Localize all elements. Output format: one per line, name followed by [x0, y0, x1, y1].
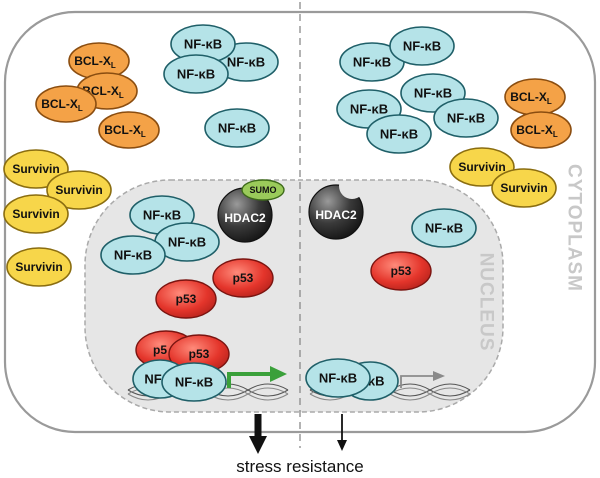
survivin-protein: Survivin	[3, 194, 69, 234]
bclxl-protein: BCL-XL	[35, 85, 97, 123]
svg-text:HDAC2: HDAC2	[315, 208, 357, 222]
nfkb-protein: NF-κB	[305, 358, 371, 398]
svg-text:NF-κB: NF-κB	[350, 102, 388, 117]
svg-text:SUMO: SUMO	[250, 185, 277, 195]
svg-text:NF-κB: NF-κB	[425, 221, 463, 236]
sumo-tag: SUMO	[241, 179, 285, 201]
nucleus-label: NUCLEUS	[476, 253, 497, 352]
nfkb-protein: NF-κB	[100, 235, 166, 275]
svg-text:NF-κB: NF-κB	[184, 37, 222, 52]
bclxl-protein: BCL-XL	[98, 111, 160, 149]
svg-text:p5: p5	[153, 343, 167, 357]
survivin-protein: Survivin	[491, 168, 557, 208]
nfkb-protein: NF-κB	[389, 26, 455, 66]
svg-text:NF-κB: NF-κB	[177, 67, 215, 82]
svg-text:NF-κB: NF-κB	[175, 375, 213, 390]
svg-text:HDAC2: HDAC2	[224, 211, 266, 225]
p53-protein: p53	[212, 258, 274, 298]
svg-text:Survivin: Survivin	[12, 162, 59, 176]
active-arrow-head	[270, 366, 287, 382]
svg-text:NF-κB: NF-κB	[218, 121, 256, 136]
cytoplasm-label: CYTOPLASM	[564, 164, 585, 292]
svg-text:Survivin: Survivin	[55, 183, 102, 197]
svg-text:BCL-XL: BCL-XL	[104, 123, 146, 139]
nfkb-protein: NF-κB	[170, 24, 236, 64]
weak-output-arrowhead	[337, 440, 347, 451]
nfkb-protein: NF-κB	[154, 222, 220, 262]
svg-text:Survivin: Survivin	[12, 207, 59, 221]
svg-text:NF-κB: NF-κB	[319, 371, 357, 386]
svg-text:p53: p53	[189, 347, 210, 361]
svg-text:Survivin: Survivin	[500, 181, 547, 195]
p53-protein: p53	[155, 279, 217, 319]
survivin-protein: Survivin	[6, 247, 72, 287]
svg-text:BCL-XL: BCL-XL	[74, 54, 116, 70]
svg-text:p53: p53	[233, 271, 254, 285]
survivin-protein: Survivin	[3, 149, 69, 189]
svg-text:BCL-XL: BCL-XL	[516, 123, 558, 139]
svg-text:BCL-XL: BCL-XL	[41, 97, 83, 113]
svg-text:NF-κB: NF-κB	[414, 86, 452, 101]
inactive-transcription-arrow	[400, 375, 435, 388]
bclxl-protein: BCL-XL	[504, 78, 566, 116]
svg-text:p53: p53	[391, 264, 412, 278]
nfkb-protein: NF-κB	[161, 362, 227, 402]
hdac2-protein: HDAC2	[217, 187, 273, 243]
svg-text:NF-κB: NF-κB	[143, 208, 181, 223]
p53-protein: p53	[370, 251, 432, 291]
bclxl-protein: BCL-XL	[68, 42, 130, 80]
survivin-protein: Survivin	[46, 170, 112, 210]
nfkb-protein: NF-κB	[411, 208, 477, 248]
nfkb-protein: NF-κB	[163, 54, 229, 94]
svg-text:NF-κB: NF-κB	[227, 55, 265, 70]
stress-resistance-label: stress resistance	[236, 457, 364, 476]
hdac2-protein: HDAC2	[308, 184, 364, 240]
bclxl-protein: BCL-XL	[510, 111, 572, 149]
cell-membrane	[3, 10, 597, 434]
nfkb-protein: NF-κB	[433, 98, 499, 138]
svg-text:NF-κB: NF-κB	[114, 248, 152, 263]
svg-text:NF-κB: NF-κB	[168, 235, 206, 250]
nfkb-protein: NF-κB	[366, 114, 432, 154]
inactive-arrow-head	[433, 371, 445, 381]
svg-text:NF-κB: NF-κB	[353, 55, 391, 70]
svg-text:Survivin: Survivin	[458, 160, 505, 174]
svg-text:Survivin: Survivin	[15, 260, 62, 274]
nfkb-protein: NF-κB	[204, 108, 270, 148]
svg-text:NF: NF	[144, 372, 161, 387]
svg-text:NF-κB: NF-κB	[380, 127, 418, 142]
strong-output-arrowhead	[249, 436, 267, 454]
svg-text:BCL-XL: BCL-XL	[510, 90, 552, 106]
active-transcription-arrow	[227, 372, 273, 388]
nfkb-protein: NF-κB	[339, 42, 405, 82]
svg-text:NF-κB: NF-κB	[447, 111, 485, 126]
svg-text:NF-κB: NF-κB	[403, 39, 441, 54]
svg-text:p53: p53	[176, 292, 197, 306]
